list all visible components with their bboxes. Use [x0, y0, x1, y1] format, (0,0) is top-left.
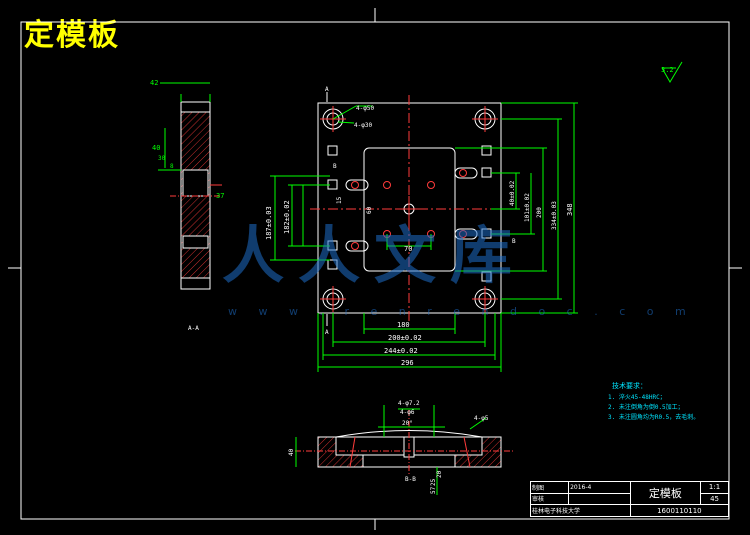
dim-plan-r3: 200 [536, 207, 543, 218]
dim-plan-top-b: 4-φ30 [354, 122, 372, 129]
dim-side-width: 40 [152, 144, 160, 152]
dim-side-hole: 8 [170, 163, 174, 170]
callout-a-bottom: A [325, 329, 329, 336]
tb-material: 45 [700, 492, 729, 506]
dim-side-left: 30 [158, 155, 166, 162]
tb-code: 1600110110 [629, 504, 730, 517]
dim-plan-200: 200±0.02 [388, 334, 422, 342]
bottom-section-view: 4-φ7.2 4-φ6 20° 4-φ5 40 25 57 20 B-B [288, 400, 515, 495]
dim-plan-r4: 334±0.03 [551, 201, 558, 230]
dim-plan-r2: 101±0.02 [524, 193, 531, 222]
drawing-title: 定模板 [24, 18, 120, 53]
notes-heading: 技术要求： [612, 381, 647, 390]
callout-b-mid: B [333, 163, 337, 170]
dim-plan-60: 60 [366, 206, 373, 214]
tb-row1-a: 制图 [529, 481, 570, 494]
plan-view: 180 200±0.02 244±0.02 296 70 187±0.03 18… [265, 86, 578, 372]
dim-side-thick: 42 [150, 79, 158, 87]
bottom-section-label: B-B [405, 476, 416, 483]
dim-plan-70: 70 [404, 245, 412, 253]
dim-side-37: 37 [216, 192, 224, 200]
dim-sec-v3: 20 [436, 470, 443, 478]
watermark-url: w w w . r e n r e n d o c . c o m [228, 305, 695, 318]
tb-school: 桂林电子科技大学 [530, 504, 631, 517]
dim-sec-c: 20° [402, 420, 413, 427]
dim-sec-h: 40 [288, 448, 295, 456]
dim-plan-r1: 40±0.02 [509, 180, 516, 206]
dim-plan-top-a: 4-φ50 [356, 105, 374, 112]
dim-sec-v2: 57 [430, 486, 437, 494]
svg-text:3.2: 3.2 [661, 66, 674, 74]
notes-item-2: 2. 未注倒角为倒0.5加工； [608, 403, 684, 411]
dim-plan-180: 180 [397, 321, 410, 329]
dim-plan-l2: 182±0.02 [283, 200, 291, 234]
dim-sec-a: 4-φ7.2 [398, 400, 420, 407]
side-section-view: 42 40 30 8 37 A-A [150, 79, 224, 332]
tech-notes: 技术要求： 1. 淬火45-48HRC； 2. 未注倒角为倒0.5加工； 3. … [608, 381, 699, 421]
tb-row1-b: 2016-4 [568, 481, 631, 494]
callout-a-top: A [325, 86, 329, 93]
tb-row2-a: 审核 [529, 492, 570, 506]
watermark-text: 人人文库 [222, 219, 527, 292]
dim-sec-d: 4-φ5 [474, 415, 489, 422]
notes-item-1: 1. 淬火45-48HRC； [608, 393, 666, 401]
roughness-symbol: 3.2 [661, 61, 683, 83]
title-block: 制图 2016-4 定模板 1:1 审核 45 桂林电子科技大学 1600110… [529, 480, 730, 517]
dim-plan-r5: 348 [566, 203, 574, 216]
tb-part-name: 定模板 [629, 480, 702, 506]
tb-empty-cell [568, 492, 631, 506]
notes-item-3: 3. 未注圆角均为R0.5，去毛刺。 [608, 413, 699, 421]
tb-scale: 1:1 [700, 481, 729, 494]
dim-plan-296: 296 [401, 359, 414, 367]
dim-plan-l1: 187±0.03 [265, 206, 273, 240]
dim-plan-l3: 15 [336, 196, 343, 204]
callout-b-right: B [512, 238, 516, 245]
dim-sec-v1: 25 [430, 478, 437, 486]
dim-plan-244: 244±0.02 [384, 347, 418, 355]
dim-sec-b: 4-φ6 [400, 409, 415, 416]
side-section-label: A-A [188, 325, 199, 332]
